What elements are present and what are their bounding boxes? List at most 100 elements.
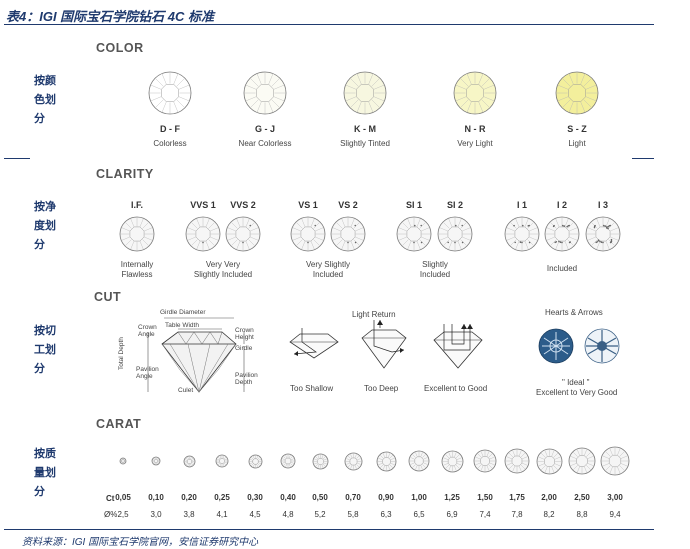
- clarity-group-line1: Very Slightly: [305, 260, 351, 269]
- color-diamond-icon: [243, 71, 287, 115]
- color-heading: COLOR: [96, 41, 144, 55]
- clarity-group-line1: Slightly: [422, 260, 448, 269]
- clarity-group-line2: Included: [312, 270, 344, 279]
- color-diamond-icon: [148, 71, 192, 115]
- carat-diameter: 8,8: [576, 510, 588, 519]
- clarity-grade: I 1: [516, 200, 527, 210]
- clarity-diamond-icon: [585, 216, 621, 252]
- source-note: 资料来源：IGI 国际宝石学院官网，安信证券研究中心: [22, 537, 259, 548]
- color-grade: D - F: [160, 124, 180, 134]
- carat-diameter: 8,2: [543, 510, 555, 519]
- girdle-label: Girdle: [235, 345, 253, 352]
- clarity-diamond-icon: [225, 216, 261, 252]
- color-grade: K - M: [354, 124, 376, 134]
- cut-heading: CUT: [94, 290, 122, 304]
- color-grade-desc: Colorless: [153, 139, 187, 148]
- clarity-diamond-icon: [396, 216, 432, 252]
- clarity-diamond-icon: [185, 216, 221, 252]
- total-depth-label: Total Depth: [118, 337, 125, 370]
- color-divider-right: [632, 158, 654, 159]
- carat-row-label: 按质量划分: [34, 448, 56, 498]
- carat-heading: CARAT: [96, 417, 142, 431]
- carat-value: 0,40: [280, 493, 296, 502]
- carat-diameter: 4,8: [282, 510, 294, 519]
- diamond-proportions-diagram: [147, 317, 245, 393]
- carat-diameter: 5,2: [314, 510, 326, 519]
- color-diamond-icon: [343, 71, 387, 115]
- clarity-diamond-icon: [544, 216, 580, 252]
- color-diamond-icon: [555, 71, 599, 115]
- carat-value: 0,10: [148, 493, 164, 502]
- carat-value: 2,00: [541, 493, 557, 502]
- page-title: 表4：IGI 国际宝石学院钻石 4C 标准: [6, 9, 215, 24]
- color-grade-desc: Near Colorless: [238, 139, 292, 148]
- carat-value: 3,00: [607, 493, 623, 502]
- carat-diamond-icon: [536, 448, 562, 474]
- clarity-diamond-icon: [437, 216, 473, 252]
- ideal-label: " Ideal ": [562, 378, 590, 387]
- clarity-grade: VVS 2: [230, 200, 256, 210]
- clarity-heading: CLARITY: [96, 167, 154, 181]
- carat-diameter: 3,0: [150, 510, 162, 519]
- carat-value: 1,50: [477, 493, 493, 502]
- color-grade-desc: Light: [568, 139, 586, 148]
- color-divider-left: [4, 158, 30, 159]
- top-rule: [4, 24, 654, 25]
- carat-diamond-icon: [600, 446, 630, 476]
- excellent-diamond: [433, 324, 483, 369]
- clarity-grade: I 2: [556, 200, 567, 210]
- clarity-group-line1: Included: [546, 264, 578, 273]
- too-deep-diamond: [361, 320, 407, 369]
- carat-value: 0,70: [345, 493, 361, 502]
- carat-diamond-icon: [408, 450, 430, 472]
- mm-row-label: Ø%: [104, 510, 118, 519]
- carat-diameter: 7,4: [479, 510, 491, 519]
- carat-diameter: 9,4: [609, 510, 621, 519]
- carat-diameter: 6,9: [446, 510, 458, 519]
- color-row-label: 按颜色划分: [34, 75, 56, 125]
- carat-diamond-icon: [215, 454, 229, 468]
- carat-value: 1,00: [411, 493, 427, 502]
- too-deep-label: Too Deep: [364, 384, 399, 393]
- carat-diameter: 5,8: [347, 510, 359, 519]
- clarity-grade: SI 1: [405, 200, 422, 210]
- carat-value: 1,25: [444, 493, 460, 502]
- carat-diamond-icon: [280, 453, 296, 469]
- color-grade-desc: Very Light: [457, 139, 493, 148]
- carat-diameter: 6,3: [380, 510, 392, 519]
- color-grade: N - R: [464, 124, 486, 134]
- clarity-grade: I.F.: [130, 200, 143, 210]
- clarity-row-label: 按净度划分: [34, 201, 56, 251]
- too-shallow-diamond: [289, 328, 339, 359]
- light-return-label: Light Return: [352, 310, 396, 319]
- carat-value: 0,05: [115, 493, 131, 502]
- clarity-group-line2: Flawless: [121, 270, 153, 279]
- carat-diamond-icon: [344, 452, 362, 470]
- carat-value: 1,75: [509, 493, 525, 502]
- too-shallow-label: Too Shallow: [290, 384, 334, 393]
- color-grade-desc: Slightly Tinted: [340, 139, 390, 148]
- carat-value: 0,30: [247, 493, 263, 502]
- carat-value: 0,50: [312, 493, 328, 502]
- clarity-group-label: Included: [512, 264, 612, 274]
- girdle-diameter-label: Girdle Diameter: [160, 309, 206, 316]
- table-width-label: Table Width: [165, 322, 199, 329]
- carat-diamond-icon: [441, 450, 463, 472]
- carat-value: 0,20: [181, 493, 197, 502]
- carat-diamond-icon: [504, 448, 530, 474]
- carat-diameter: 2,5: [117, 510, 129, 519]
- clarity-diamond-icon: [330, 216, 366, 252]
- carat-value: 2,50: [574, 493, 590, 502]
- clarity-group-line2: Slightly Included: [193, 270, 253, 279]
- ct-row-label: Ct: [106, 494, 115, 503]
- clarity-grade: VS 2: [338, 200, 358, 210]
- carat-value: 0,25: [214, 493, 230, 502]
- clarity-diamond-icon: [504, 216, 540, 252]
- hearts-arrows-label: Hearts & Arrows: [545, 308, 603, 317]
- clarity-grade: I 3: [597, 200, 608, 210]
